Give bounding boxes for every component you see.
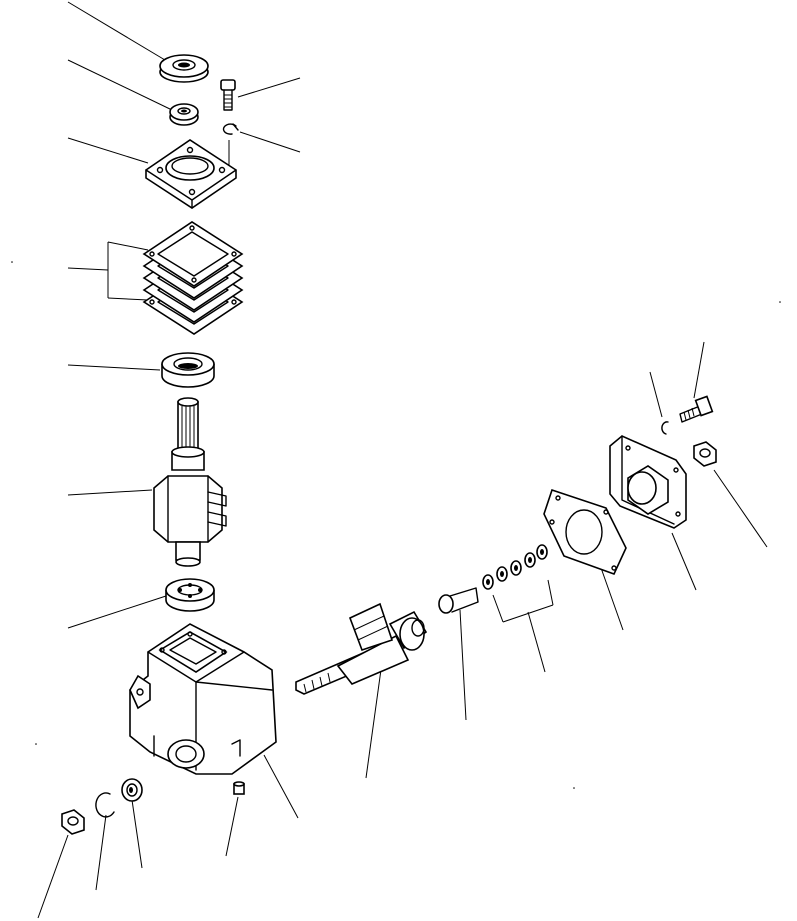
leader-washer-set	[527, 611, 546, 673]
stray-dots	[11, 261, 781, 789]
leader-shim-bottom	[107, 297, 149, 301]
lock-washer-cover	[222, 123, 239, 135]
leader-oil-seal	[67, 1, 166, 61]
leader-gasket	[599, 564, 624, 631]
leader-washer-bracket-right	[547, 579, 554, 606]
leader-lines	[37, 1, 768, 919]
leader-plug	[225, 796, 239, 857]
snap-ring-right	[661, 421, 669, 435]
gasket	[543, 488, 627, 576]
bearing-cover	[145, 139, 237, 209]
leader-nut-right	[713, 469, 768, 548]
nut-right	[693, 441, 717, 467]
bearing-top	[169, 103, 199, 126]
leader-seal-left	[131, 799, 143, 869]
leader-worm-shaft	[365, 654, 384, 779]
leader-bolt-right	[693, 341, 705, 399]
leader-washer-bracket-left	[492, 594, 504, 623]
bolt-cover	[220, 79, 236, 111]
leader-gear-housing	[263, 754, 299, 819]
bolt-right	[679, 395, 714, 423]
bolt-side	[438, 587, 479, 614]
leader-pitman-shaft	[67, 489, 153, 496]
bearing-lower	[165, 578, 215, 612]
side-cover	[609, 435, 687, 529]
leader-side-cover	[671, 532, 697, 591]
nut-left	[61, 809, 85, 835]
leader-bearing-cover	[67, 137, 149, 164]
leader-snap-ring-left	[95, 814, 107, 891]
leader-shim-top	[107, 241, 149, 251]
plug	[233, 781, 245, 795]
snap-ring-left	[95, 792, 115, 818]
leader-bolt-cover	[237, 77, 301, 98]
leader-bearing-top	[67, 59, 173, 111]
leader-nut-left	[37, 834, 69, 919]
washer-set	[482, 544, 548, 590]
leader-bolt-side	[459, 609, 467, 721]
leader-bearing-upper	[67, 364, 161, 371]
leader-bearing-lower	[67, 595, 167, 629]
leader-snap-ring-right	[649, 371, 663, 418]
leader-washer-bracket	[502, 604, 554, 623]
seal-left	[121, 778, 143, 802]
leader-shim-set	[67, 267, 109, 271]
bearing-upper	[161, 352, 215, 388]
oil-seal	[159, 54, 209, 83]
leader-lock-washer	[239, 131, 301, 153]
pitman-shaft	[153, 397, 227, 567]
gear-housing	[129, 623, 277, 775]
shim-set	[142, 221, 244, 335]
worm-shaft	[295, 602, 428, 695]
